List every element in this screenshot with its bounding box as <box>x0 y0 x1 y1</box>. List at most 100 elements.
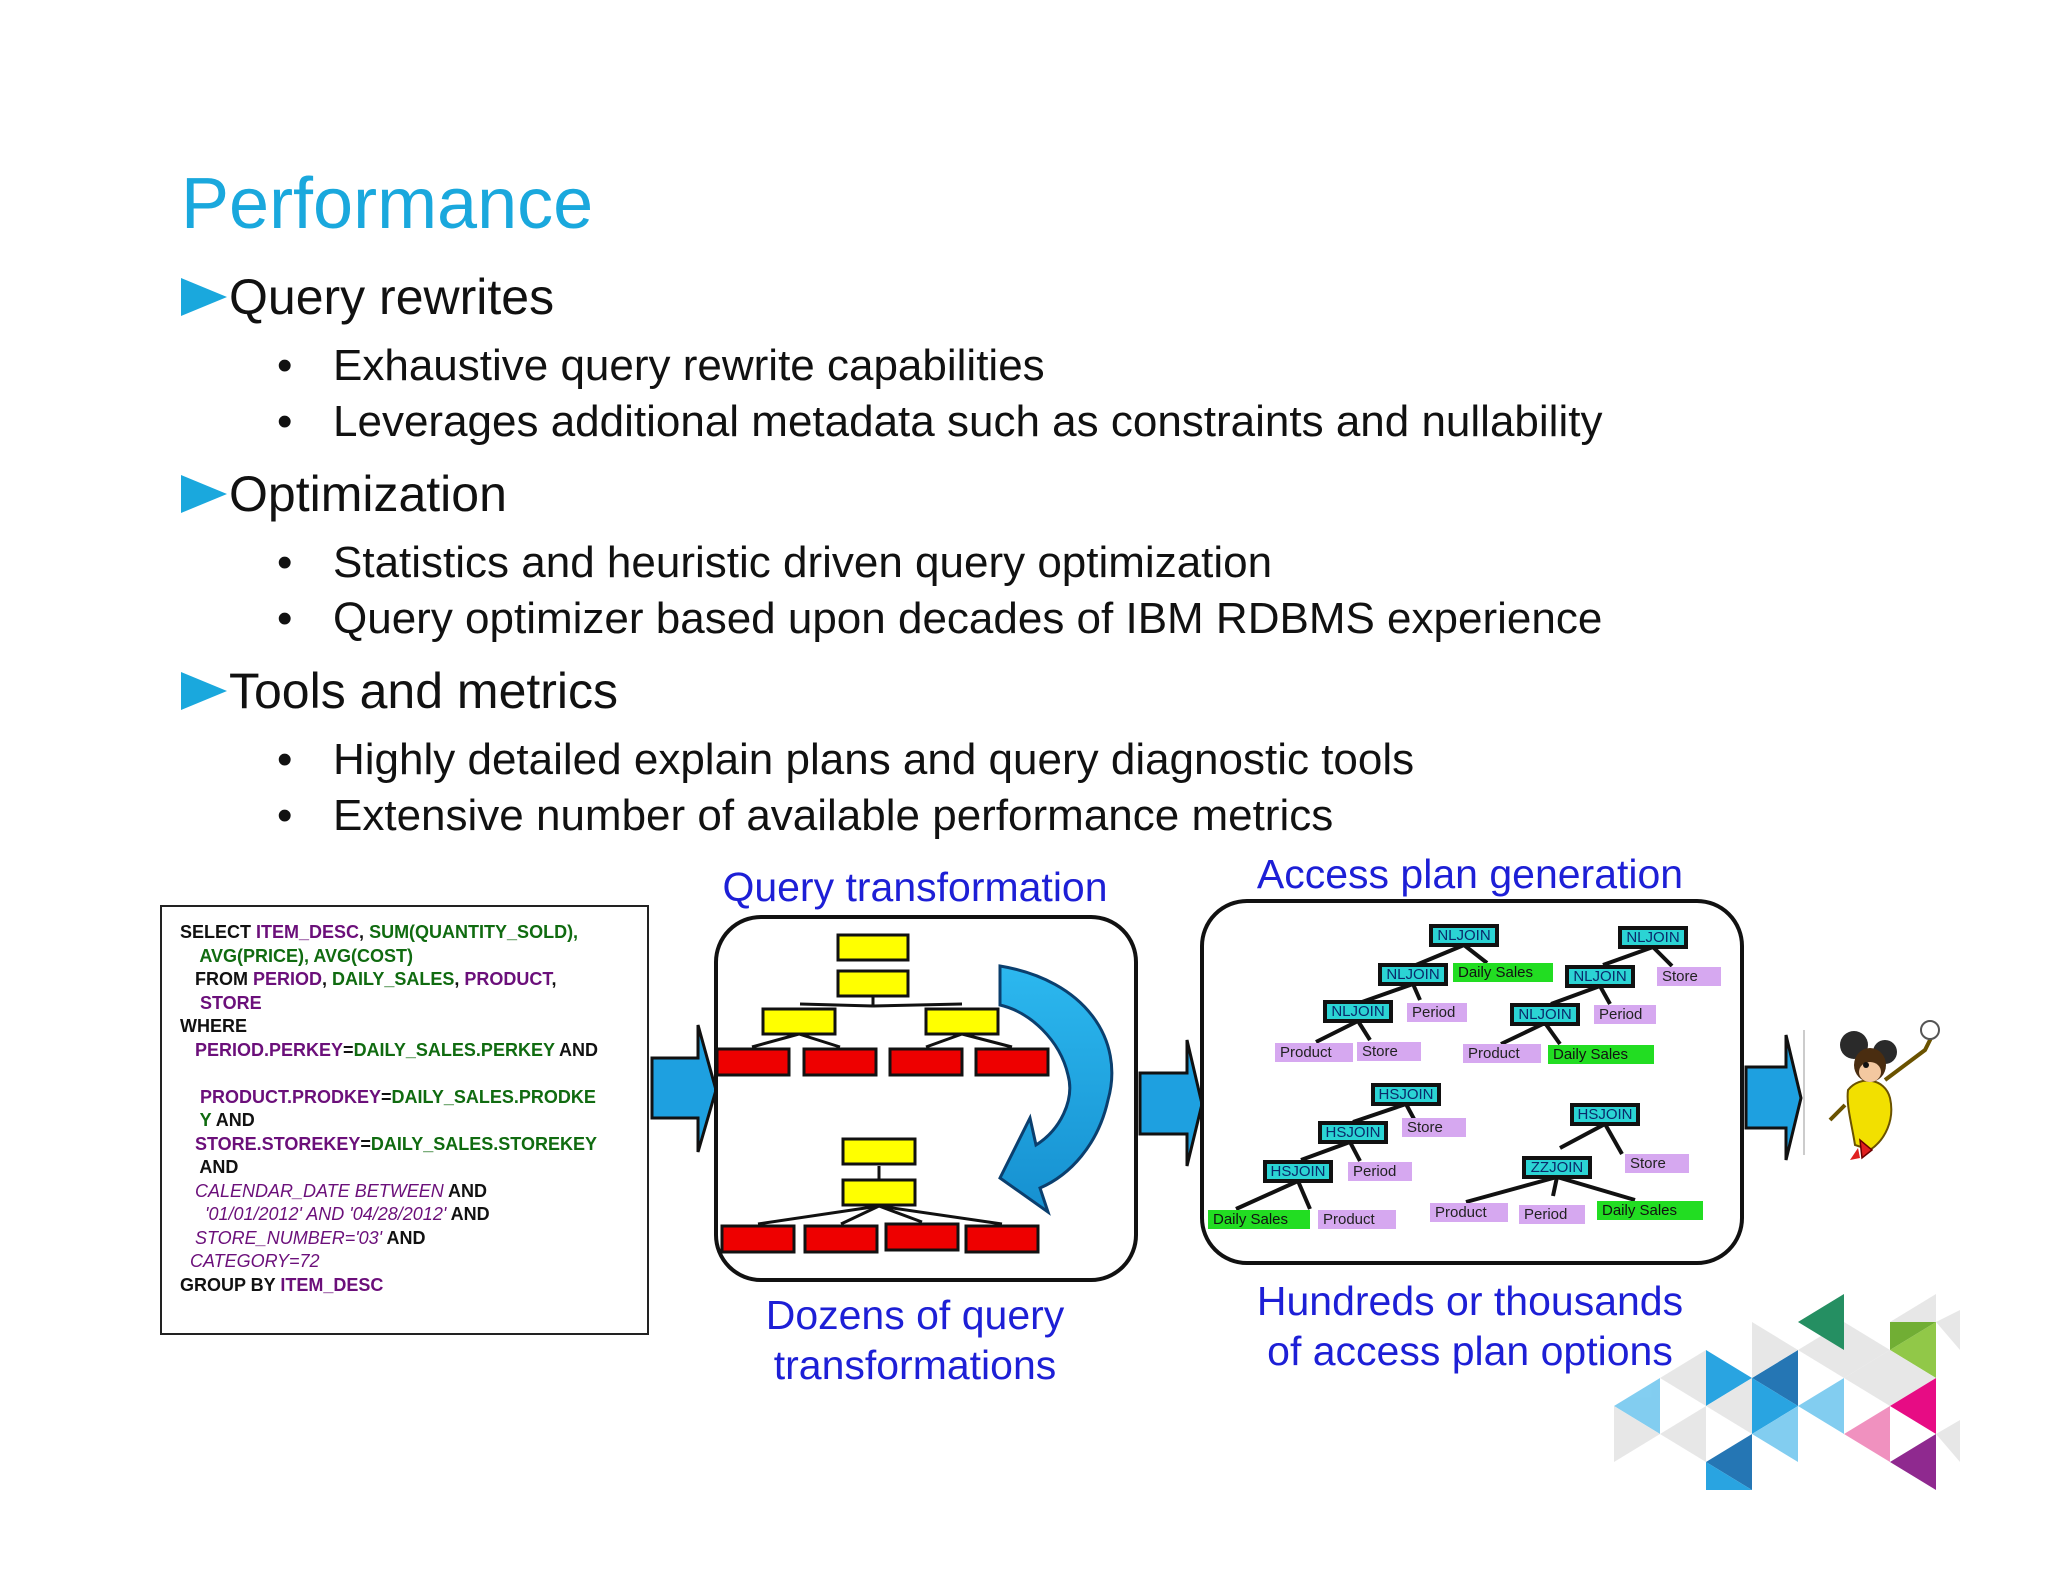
yellow-node <box>836 933 910 962</box>
plan-edge <box>1543 1021 1562 1046</box>
bullet-dot: • <box>277 341 293 390</box>
plan-edge <box>1550 984 1601 1006</box>
join-node-label: HSJOIN <box>1325 1124 1380 1141</box>
sql-token: = <box>381 1086 392 1107</box>
sql-token: PERIOD.PERKEY <box>180 1039 344 1060</box>
leaf-node-label: Store <box>1630 1155 1666 1172</box>
leaf-node-label-box <box>1208 1210 1310 1229</box>
leaf-node-label-box <box>1430 1203 1508 1222</box>
join-node-label-box <box>1371 1083 1441 1106</box>
bullet-item: • Exhaustive query rewrite capabilities <box>277 341 1045 390</box>
section-heading-optimization: Optimization <box>181 469 507 519</box>
sql-token: AND <box>211 1110 255 1130</box>
leaf-node-label: Period <box>1524 1206 1567 1223</box>
join-node-label: NLJOIN <box>1331 1003 1384 1020</box>
sql-token: AND <box>180 1157 239 1177</box>
leaf-node-label: Daily Sales <box>1602 1202 1677 1219</box>
red-node <box>802 1047 878 1077</box>
leaf-node-label-box <box>1407 1003 1467 1022</box>
leaf-node-label-box <box>1657 967 1721 986</box>
sql-token: PRODUCT.PRODKEY <box>180 1086 382 1107</box>
sql-token: DAILY_SALES <box>332 969 455 989</box>
bullet-text: Highly detailed explain plans and query … <box>333 735 1415 784</box>
triangle-bullet-icon <box>181 475 227 513</box>
plan-edge <box>1598 985 1612 1005</box>
red-node <box>888 1047 964 1077</box>
sql-line: WHERE <box>180 1015 647 1039</box>
sql-token: CALENDAR_DATE BETWEEN <box>180 1180 444 1201</box>
sql-token: = <box>360 1133 371 1154</box>
bullet-item: • Query optimizer based upon decades of … <box>277 597 1602 641</box>
join-node-label-box <box>1263 1160 1333 1183</box>
sql-token: CATEGORY=72 <box>180 1251 320 1271</box>
join-node-label-box <box>1565 965 1635 988</box>
leaf-node-label: Store <box>1662 968 1698 985</box>
join-node-label-box <box>1318 1121 1388 1144</box>
plan-edge <box>1462 943 1489 965</box>
sql-token: , <box>551 969 557 989</box>
sql-token: PERIOD <box>253 969 323 989</box>
plan-edge <box>1296 1180 1312 1210</box>
sql-token: AVG(PRICE), AVG(COST) <box>180 945 413 966</box>
red-node <box>803 1224 879 1254</box>
sql-line: PERIOD.PERKEY=DAILY_SALES.PERKEY AND <box>180 1039 647 1063</box>
bullet-text: Extensive number of available performanc… <box>333 791 1334 840</box>
sql-token: AND <box>382 1227 426 1248</box>
sql-token: = <box>343 1039 354 1060</box>
plan-edge <box>1603 1123 1624 1155</box>
leaf-node-label: Product <box>1435 1204 1488 1221</box>
leaf-node-label-box <box>1357 1042 1421 1061</box>
transform-cycle-arrow-icon <box>998 964 1114 1216</box>
sql-token: GROUP BY <box>180 1274 281 1295</box>
yellow-node <box>924 1007 1000 1036</box>
leaf-node-label-box <box>1548 1045 1654 1064</box>
sql-line: CALENDAR_DATE BETWEEN AND <box>180 1180 647 1204</box>
join-node-label: NLJOIN <box>1437 927 1490 944</box>
section-heading-tools-and-metrics: Tools and metrics <box>181 666 618 716</box>
leaf-node-label: Daily Sales <box>1553 1046 1628 1063</box>
sql-line: STORE_NUMBER='03' AND <box>180 1227 647 1251</box>
caption-access-plan-generation: Access plan generation <box>1256 851 1684 897</box>
plan-edge <box>1352 1102 1407 1124</box>
caption-hundreds-of-plan-options: Hundreds or thousands of access plan opt… <box>1220 1276 1720 1376</box>
bullet-text: Exhaustive query rewrite capabilities <box>333 341 1045 390</box>
leaf-node-label-box <box>1275 1043 1353 1062</box>
leaf-node-label-box <box>1519 1205 1585 1224</box>
sql-line: PRODUCT.PRODKEY=DAILY_SALES.PRODKE <box>180 1086 647 1110</box>
bullet-item: • Statistics and heuristic driven query … <box>277 538 1273 587</box>
join-node-label-box <box>1323 1000 1393 1023</box>
sql-token: , <box>322 969 333 989</box>
flow-arrow-icon <box>1138 1039 1204 1167</box>
caption-line: Dozens of query <box>765 1292 1065 1338</box>
red-node <box>715 1047 791 1077</box>
caption-line: transformations <box>773 1342 1057 1389</box>
sql-token: FROM <box>180 969 253 989</box>
sql-token: STORE <box>180 992 262 1013</box>
plan-edge <box>1651 945 1674 968</box>
sql-token: STORE_NUMBER='03' <box>180 1227 383 1248</box>
section-heading-label: Query rewrites <box>229 269 555 325</box>
plan-edge <box>1556 1175 1636 1202</box>
transformation-tree-before <box>715 933 1050 1077</box>
sql-line: '01/01/2012' AND '04/28/2012' AND <box>180 1203 647 1227</box>
sql-line: SELECT ITEM_DESC, SUM(QUANTITY_SOLD), <box>180 921 647 945</box>
sql-token: AND <box>446 1204 490 1224</box>
join-node-label: ZZJOIN <box>1531 1159 1584 1176</box>
plan-edge <box>1300 1140 1351 1162</box>
bullet-text: Statistics and heuristic driven query op… <box>333 538 1273 587</box>
bullet-dot: • <box>277 397 293 446</box>
leaf-node-label-box <box>1402 1118 1466 1137</box>
join-node-label: NLJOIN <box>1626 929 1679 946</box>
leaf-node-label: Period <box>1599 1006 1642 1023</box>
plan-edge <box>1465 1175 1558 1204</box>
leaf-node-label: Store <box>1362 1043 1398 1060</box>
plan-edge <box>1415 943 1465 967</box>
sql-line: AVG(PRICE), AVG(COST) <box>180 945 647 969</box>
leaf-node-label: Product <box>1468 1045 1521 1062</box>
flow-arrow-icon <box>1744 1034 1803 1161</box>
sql-line: AND <box>180 1156 647 1180</box>
red-node <box>974 1047 1050 1077</box>
join-node-label: HSJOIN <box>1270 1163 1325 1180</box>
join-node-label-box <box>1570 1103 1640 1126</box>
